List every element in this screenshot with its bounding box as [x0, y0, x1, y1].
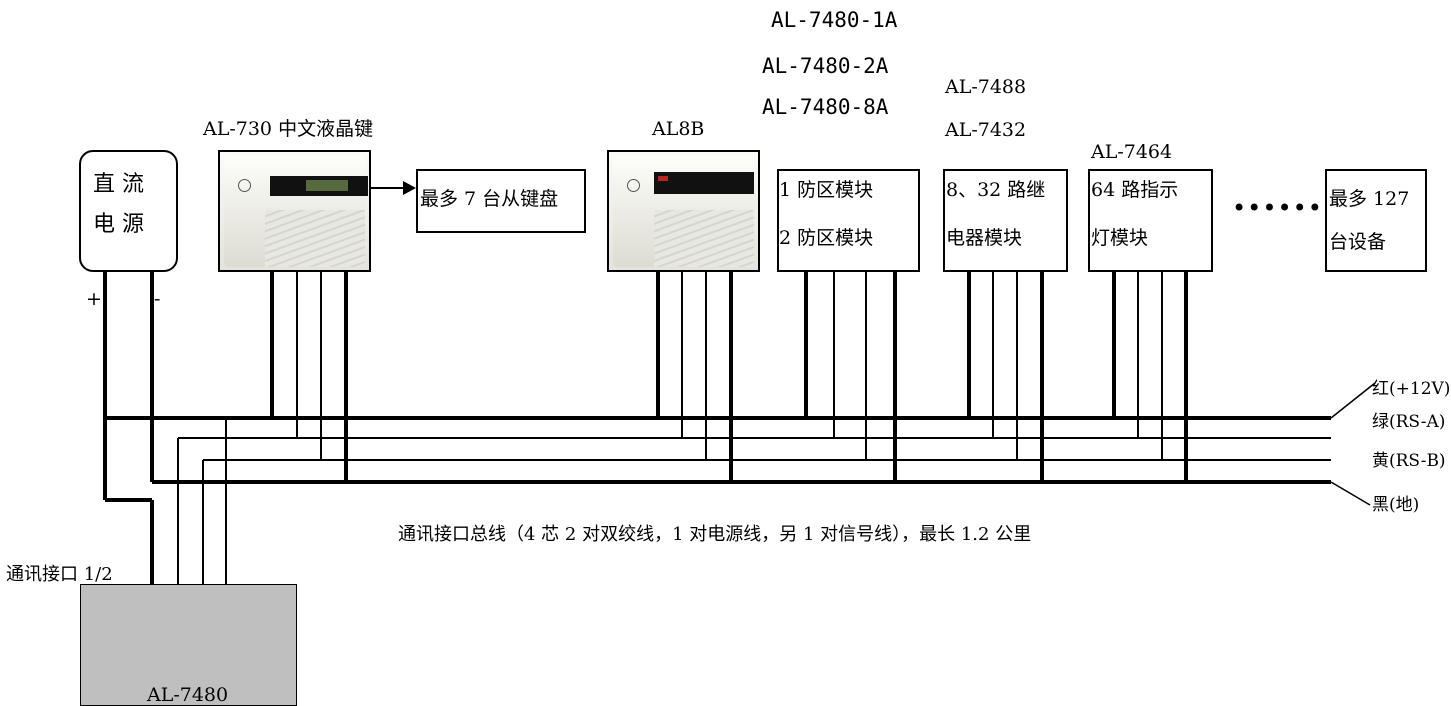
plus-terminal-label: +: [86, 288, 102, 310]
keypad-8b-image: [607, 150, 760, 272]
wire-label-green: 绿(RS-A): [1372, 412, 1446, 432]
controller-label: AL-7480: [147, 684, 229, 706]
keypad-sensor-icon: [238, 179, 251, 192]
power-supply-line1: 直 流: [93, 172, 144, 197]
max-devices-line2: 台设备: [1329, 231, 1387, 253]
lcd-screen-icon: [270, 176, 368, 196]
wire-label-black: 黑(地): [1372, 495, 1420, 515]
led-module-line2: 灯模块: [1091, 227, 1149, 249]
relay-model-2: AL-7432: [945, 119, 1027, 141]
power-supply-line2: 电 源: [93, 212, 144, 237]
more-devices-ellipsis: ••••••: [1232, 194, 1323, 222]
max-devices-line1: 最多 127: [1329, 188, 1410, 210]
comm-port-label: 通讯接口 1/2: [6, 564, 113, 585]
keypad-buttons-icon: [654, 210, 754, 267]
led-panel-icon: [654, 172, 754, 194]
keypad-730-label: AL-730 中文液晶键: [203, 118, 374, 140]
slave-keypads-box: [416, 169, 586, 233]
wire-label-red: 红(+12V): [1372, 379, 1451, 399]
zone-model-3: AL-7480-8A: [762, 95, 889, 119]
relay-model-1: AL-7488: [945, 76, 1027, 98]
relay-module-line1: 8、32 路继: [946, 179, 1046, 201]
max-devices-box: [1325, 169, 1427, 272]
zone-model-2: AL-7480-2A: [762, 54, 889, 78]
slave-keypads-text: 最多 7 台从键盘: [420, 188, 559, 210]
bus-caption: 通讯接口总线（4 芯 2 对双绞线，1 对电源线，另 1 对信号线），最长 1.…: [398, 524, 1032, 545]
zone-module-line2: 2 防区模块: [779, 227, 874, 249]
led-module-line1: 64 路指示: [1091, 179, 1179, 201]
zone-module-box: [777, 169, 920, 272]
keypad-sensor-icon: [627, 179, 640, 192]
wire-label-yellow: 黄(RS-B): [1372, 451, 1446, 471]
relay-module-box: [943, 169, 1068, 272]
led-module-box: [1088, 169, 1213, 272]
keypad-730-image: [218, 150, 371, 272]
led-model: AL-7464: [1091, 141, 1173, 163]
dc-power-supply: [79, 150, 178, 272]
arrow-head-icon: [403, 181, 416, 195]
keypad-8b-label: AL8B: [652, 118, 705, 140]
controller-box: [80, 584, 297, 706]
zone-module-line1: 1 防区模块: [779, 179, 874, 201]
keypad-buttons-icon: [265, 210, 365, 267]
zone-model-1: AL-7480-1A: [771, 8, 898, 32]
relay-module-line2: 电器模块: [946, 227, 1023, 249]
minus-terminal-label: -: [154, 288, 161, 310]
